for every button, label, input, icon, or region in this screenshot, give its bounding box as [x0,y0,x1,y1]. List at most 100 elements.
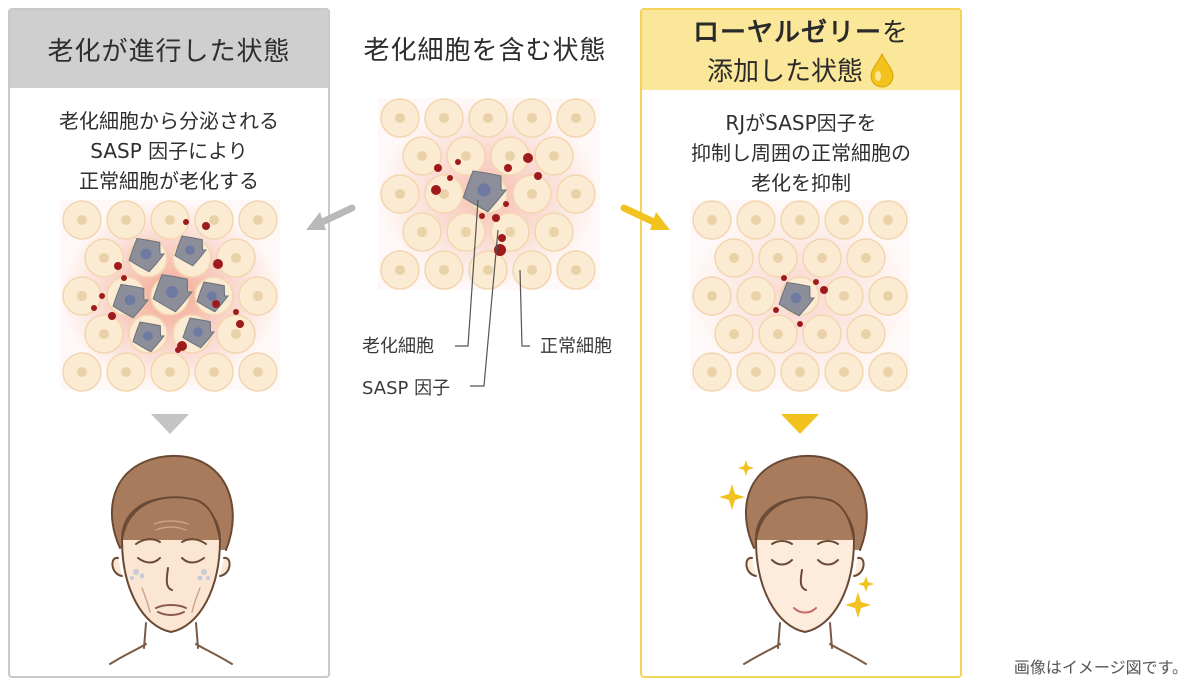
aged-desc-line-1: 老化細胞から分泌される [59,109,279,133]
down-triangle-right [781,414,819,434]
cell-nucleus [527,113,537,123]
sasp-factor-dot [781,275,787,281]
cell-nucleus [417,151,427,161]
aged-state-title: 老化が進行した状態 [47,36,291,67]
cell-nucleus [883,215,893,225]
cell-nucleus [461,151,471,161]
cell-nucleus [883,367,893,377]
down-triangle-left [151,414,189,434]
senescent-nucleus [124,294,136,306]
cell-nucleus [817,253,827,263]
cell-nucleus [165,215,175,225]
sasp-factor-dot [820,286,828,294]
cell-nucleus [439,189,449,199]
cell-nucleus [527,265,537,275]
cell-nucleus [505,151,515,161]
rj-desc-line-3: 老化を抑制 [751,171,851,195]
sasp-factor-dot [492,214,500,222]
sparkle-4 [858,576,874,592]
sasp-factor-dot [773,307,779,313]
cell-nucleus [231,329,241,339]
aged-state-description: 老化細胞から分泌される SASP 因子により 正常細胞が老化する [10,106,328,196]
sasp-factor-dot [434,164,442,172]
cell-nucleus [439,265,449,275]
cell-nucleus [751,215,761,225]
sasp-factor-dot [236,320,244,328]
royal-jelly-header: ローヤルゼリーを 添加した状態 [642,10,960,90]
sasp-factor-dot [233,309,239,315]
sparkle-1 [719,484,745,510]
cell-nucleus [817,329,827,339]
senescent-nucleus [166,286,178,298]
sparkle-3 [845,592,871,618]
cell-nucleus [483,113,493,123]
sasp-factor-dot [183,219,189,225]
cell-nucleus [209,367,219,377]
cell-nucleus [795,215,805,225]
sasp-factor-dot [431,185,441,195]
sasp-factor-dot [175,347,181,353]
sasp-factor-dot [479,213,485,219]
aged-tissue-illustration [60,200,280,392]
cell-nucleus [395,113,405,123]
cell-nucleus [707,291,717,301]
cell-nucleus [549,151,559,161]
sasp-factor-dot [523,153,533,163]
cell-nucleus [505,227,515,237]
arrow-to-left [306,204,356,230]
cell-nucleus [253,291,263,301]
cell-nucleus [861,253,871,263]
royal-jelly-drop-icon [870,52,894,87]
royal-jelly-description: RJがSASP因子を 抑制し周囲の正常細胞の 老化を抑制 [642,108,960,198]
cell-nucleus [483,265,493,275]
cell-nucleus [729,329,739,339]
cell-nucleus [549,227,559,237]
cell-nucleus [77,291,87,301]
sasp-factor-dot [108,312,116,320]
sasp-factor-dot [213,259,223,269]
sasp-factor-dot [455,159,461,165]
cell-nucleus [571,189,581,199]
cell-nucleus [77,215,87,225]
cell-nucleus [707,215,717,225]
rj-desc-line-1: RJがSASP因子を [725,111,877,135]
normal-cell-label: 正常細胞 [540,336,612,357]
senescent-nucleus [193,327,203,337]
sparkle-2 [738,460,754,476]
leader-normal [519,269,530,347]
rj-tissue-illustration [690,200,910,392]
image-disclaimer: 画像はイメージ図です。 [1013,658,1188,677]
sasp-factor-label: SASP 因子 [362,378,451,399]
cell-nucleus [121,367,131,377]
sasp-factor-dot [202,222,210,230]
sasp-factor-dot [114,262,122,270]
cell-nucleus [417,227,427,237]
senescent-nucleus [477,183,491,197]
cell-nucleus [395,265,405,275]
royal-jelly-title-state: 添加した状態 [706,57,863,87]
cell-nucleus [395,189,405,199]
cell-nucleus [121,215,131,225]
sasp-factor-dot [498,234,506,242]
senescent-nucleus [185,245,195,255]
cell-nucleus [839,367,849,377]
cell-nucleus [839,215,849,225]
leader-senescent [455,199,479,347]
cell-nucleus [77,367,87,377]
senescent-nucleus [140,248,152,260]
cell-nucleus [527,189,537,199]
aged-desc-line-3: 正常細胞が老化する [79,169,259,193]
cell-nucleus [751,367,761,377]
aged-desc-line-2: SASP 因子により [90,139,248,163]
center-title: 老化細胞を含む状態 [363,36,607,66]
cell-nucleus [439,113,449,123]
sasp-factor-dot [534,172,542,180]
senescent-nucleus [790,292,802,304]
cell-nucleus [253,215,263,225]
cell-nucleus [839,291,849,301]
senescent-nucleus [207,291,217,301]
cell-nucleus [165,367,175,377]
sasp-factor-dot [99,293,105,299]
sasp-factor-dot [797,321,803,327]
